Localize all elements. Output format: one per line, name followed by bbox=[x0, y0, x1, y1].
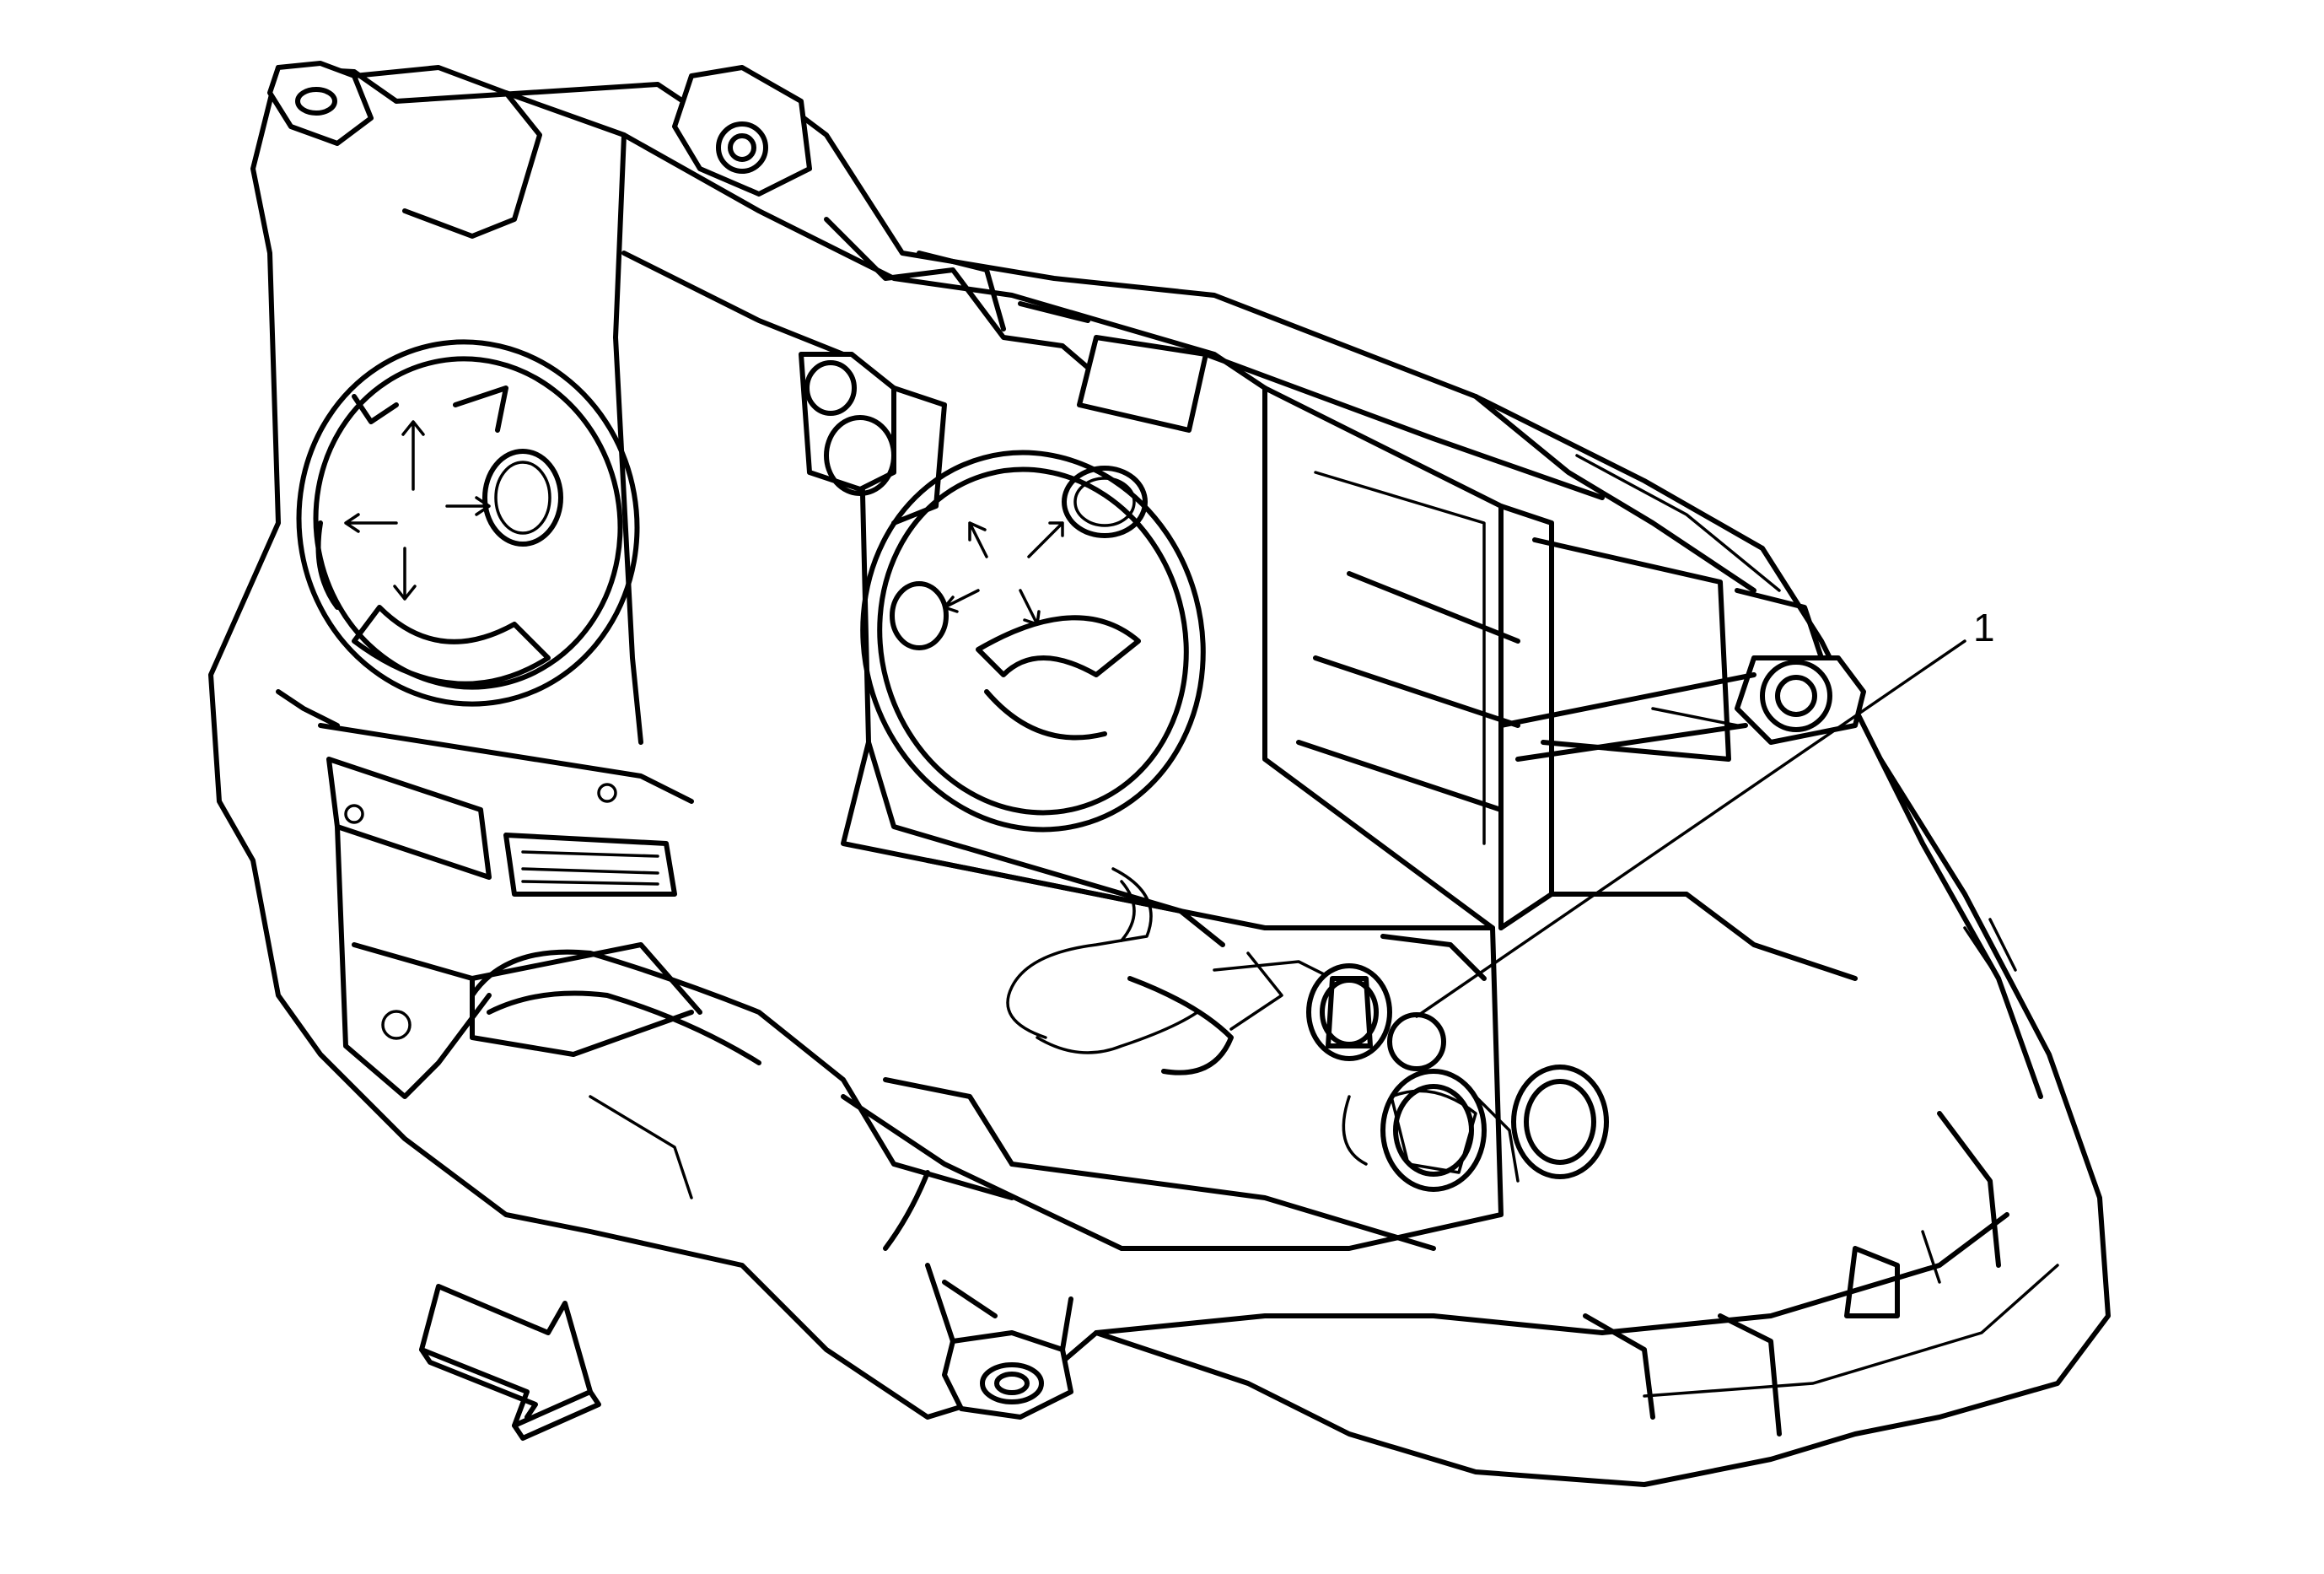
top-ridge bbox=[824, 217, 1605, 500]
callout-label-1: 1 bbox=[1973, 606, 1995, 650]
upper-mounting-boss bbox=[672, 65, 812, 197]
right-mounting-eye bbox=[1498, 588, 1866, 762]
lower-right-lens-edge bbox=[1583, 918, 2017, 1437]
direction-arrows bbox=[344, 420, 491, 601]
lower-front-trim bbox=[470, 949, 1436, 1318]
callout-1: 1 bbox=[1415, 606, 1995, 1018]
left-electrical-connector bbox=[276, 689, 694, 897]
left-bulb-socket-cap bbox=[296, 339, 640, 707]
lower-mounting-boss bbox=[925, 1263, 1073, 1420]
lower-left-bracket bbox=[335, 824, 702, 1099]
bulb-holder-upper bbox=[799, 352, 947, 526]
direction-arrows-right bbox=[943, 521, 1064, 626]
arrow-icon bbox=[419, 1284, 601, 1441]
right-bulb-socket-cap bbox=[860, 450, 1206, 833]
side-marker-bulb-socket bbox=[1306, 934, 1487, 1071]
lower-bulb-sockets bbox=[1342, 1065, 1609, 1192]
